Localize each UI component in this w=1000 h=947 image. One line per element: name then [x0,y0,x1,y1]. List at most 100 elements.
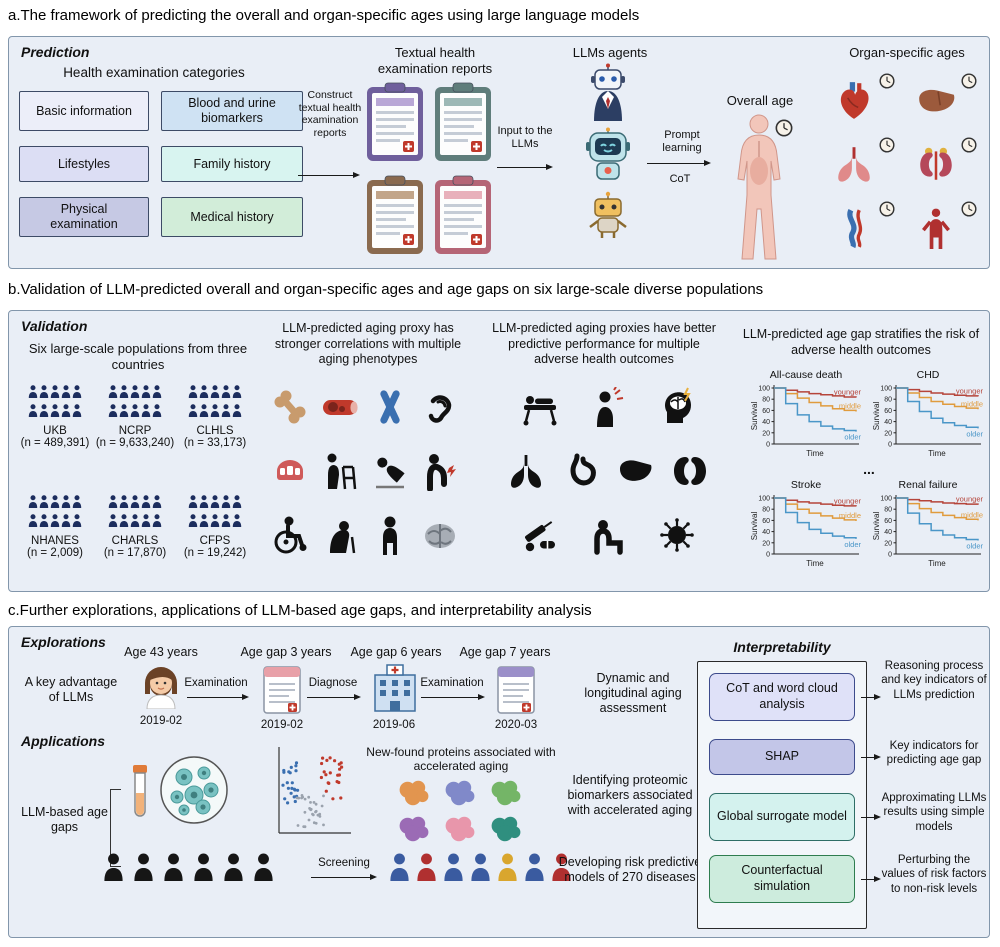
construct-label: Construct textual health examination rep… [298,89,362,139]
person-icon [188,495,198,513]
svg-text:80: 80 [762,507,770,514]
person-icon [141,404,151,422]
stomach-icon [557,443,605,499]
screening-label: Screening [318,857,370,869]
category-box-2: Blood and urine biomarkers [161,91,303,131]
person-icon [28,385,38,403]
screening-population-icons [103,853,274,886]
clock-icon [879,201,895,222]
crowd-icon [107,495,163,532]
risk-person-icon [497,853,518,886]
kidneys-cell [907,131,987,193]
category-box-5: Physical examination [19,197,149,237]
population-n: (n = 2,009) [27,547,83,559]
clock-icon [961,137,977,158]
svg-text:middle: middle [961,399,983,408]
heart-cell [825,67,905,129]
risk-person-icon [443,853,464,886]
prompt-learning-label: Prompt learning [662,129,702,155]
svg-text:40: 40 [884,529,892,536]
person-icon [39,514,49,532]
protein-icon [395,813,433,850]
populations-title: Six large-scale populations from three c… [28,341,248,373]
svg-text:20: 20 [762,430,770,437]
method-output-text-2: Key indicators for predicting age gap [886,740,982,767]
svg-text:80: 80 [884,397,892,404]
crowd-icon [27,495,83,532]
person-icon [130,385,140,403]
person-icon [72,495,82,513]
risk-person-icon [551,853,572,886]
chart-title: Stroke [790,479,822,491]
date-label-1: 2019-02 [139,715,183,727]
section-b-title: b.Validation of LLM-predicted overall an… [8,281,764,298]
protein-icon [487,813,525,850]
person-icon [130,514,140,532]
brain-icon [416,507,464,563]
denture-icon [266,443,314,499]
svg-text:older: older [844,540,861,549]
person-icon [50,404,60,422]
clipboard-report-icon-3 [365,174,425,261]
population-n: (n = 17,870) [103,547,167,559]
svg-text:0: 0 [766,442,770,449]
person-icon [199,514,209,532]
outcomes-title: LLM-predicted aging proxies have better … [492,321,716,367]
section-a-title: a.The framework of predicting the overal… [8,7,640,24]
person-icon [210,495,220,513]
method-label: SHAP [764,749,800,764]
phenotype-icon-grid [265,375,465,567]
person-icon [119,514,129,532]
svg-text:Survival: Survival [872,402,881,431]
person-icon [50,385,60,403]
organ-grid [825,67,989,259]
protein-icons [391,777,529,849]
person-icon [210,404,220,422]
svg-text:60: 60 [762,518,770,525]
population-name: NCRP [118,425,152,437]
population-cfps: CFPS(n = 19,242) [175,495,255,559]
report-icon-1 [261,665,303,720]
examination-label-1: Examination [184,677,248,689]
overall-age-label: Overall age [726,93,794,108]
svg-text:60: 60 [884,408,892,415]
population-name: NHANES [31,535,79,547]
identifying-text: Identifying proteomic biomarkers associa… [567,773,693,817]
stratify-title: LLM-predicted age gap stratifies the ris… [742,327,980,357]
method-box-1: CoT and word cloud analysis [709,673,855,721]
population-name: CFPS [199,535,231,547]
lungs-cell [825,131,905,193]
population-n: (n = 19,242) [183,547,247,559]
chart-title: CHD [916,369,940,381]
person-icon [103,853,124,886]
population-charls: CHARLS(n = 17,870) [95,495,175,559]
chromosome-icon [366,379,414,435]
stretcher-icon [516,379,564,435]
chart-title: All-cause death [769,369,843,381]
risk-person-icon [524,853,545,886]
section-c-title: c.Further explorations, applications of … [8,602,592,619]
population-clhls: CLHLS(n = 33,173) [175,385,255,449]
method-box-2: SHAP [709,739,855,775]
panel-prediction: Prediction Health examination categories… [8,36,990,269]
person-icon [61,495,71,513]
assistant-robot-icon [581,127,635,190]
person-icon [253,853,274,886]
person-icon [72,514,82,532]
arrow-construct [298,171,360,178]
person-icon [152,404,162,422]
category-box-1: Basic information [19,91,149,131]
person-icon [119,495,129,513]
svg-text:20: 20 [884,430,892,437]
svg-text:younger: younger [956,495,984,504]
phenotypes-title: LLM-predicted aging proxy has stronger c… [274,321,462,367]
report-clipboards [365,81,493,261]
population-n: (n = 33,173) [183,437,247,449]
categories-title: Health examination categories [63,65,245,80]
person-icon [188,514,198,532]
clipboard-report-icon-4 [433,174,493,261]
